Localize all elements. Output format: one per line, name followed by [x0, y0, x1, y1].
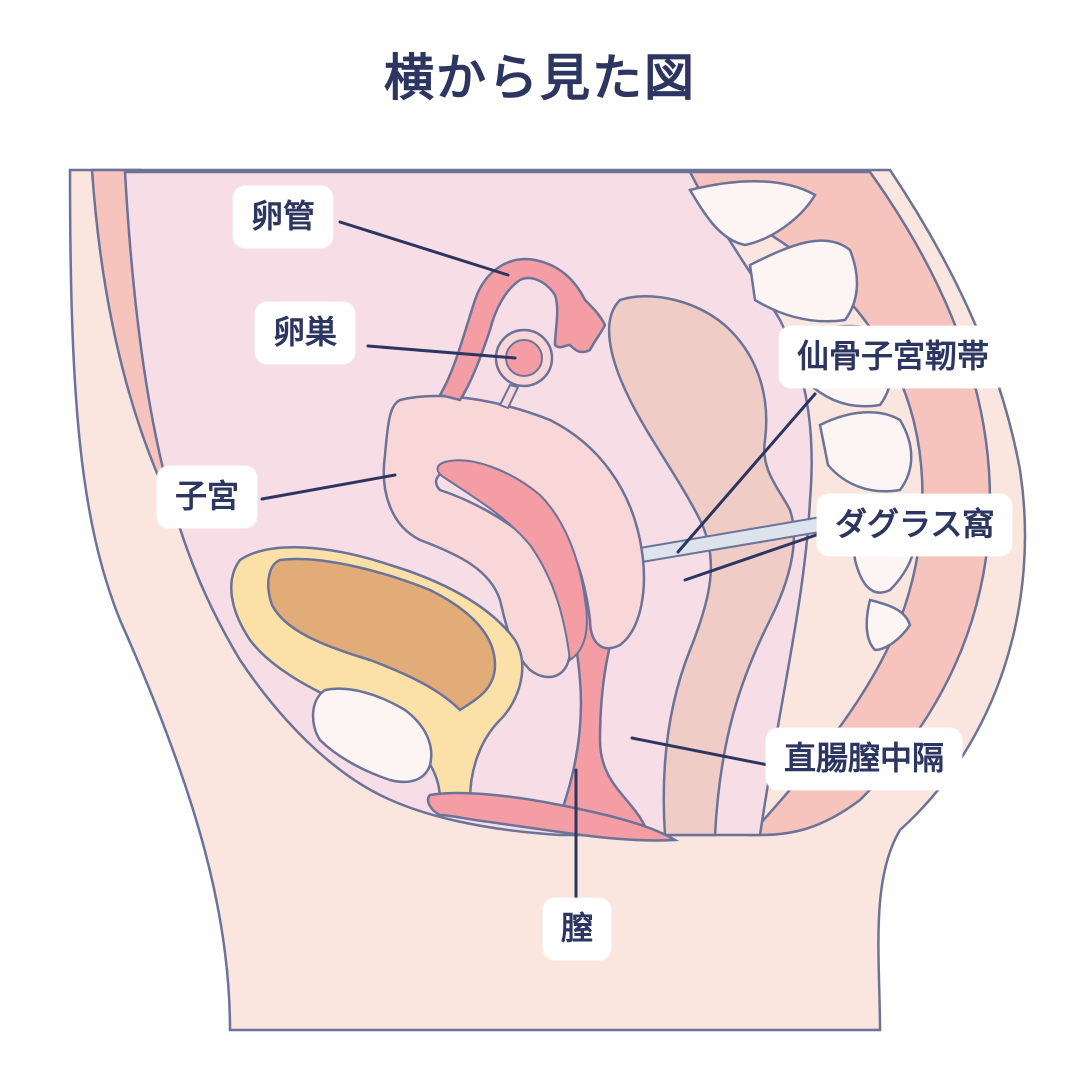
label-rectovaginal-septum: 直腸膣中隔 [766, 728, 963, 790]
leader-douglas [683, 531, 824, 582]
leader-uterosacral [676, 392, 817, 554]
leader-uterus [260, 473, 397, 501]
vertebra-1 [688, 180, 817, 247]
label-pouch-of-douglas: ダグラス窩 [817, 494, 1013, 556]
page-title: 横から見た図 [384, 49, 696, 107]
fallopian-tube [438, 257, 607, 402]
pubic-bone [311, 687, 433, 784]
label-vagina: 膣 [543, 898, 612, 960]
label-fallopian-tube: 卵管 [233, 186, 334, 248]
uterine-cavity [436, 459, 588, 662]
leader-fallopian-tube [338, 220, 510, 277]
rectum [607, 295, 796, 837]
bladder-inner [267, 557, 497, 712]
label-uterosacral-ligament: 仙骨子宮靭帯 [779, 326, 1008, 388]
ovarian-ligament [498, 383, 520, 410]
leader-ovary [366, 344, 517, 360]
coccyx [865, 598, 912, 652]
perineum [426, 791, 680, 842]
vertebra-4 [818, 411, 913, 493]
label-ovary: 卵巣 [255, 302, 356, 364]
vertebra-2 [748, 239, 859, 323]
label-uterus: 子宮 [157, 466, 258, 528]
leader-rectovaginal [630, 736, 770, 767]
